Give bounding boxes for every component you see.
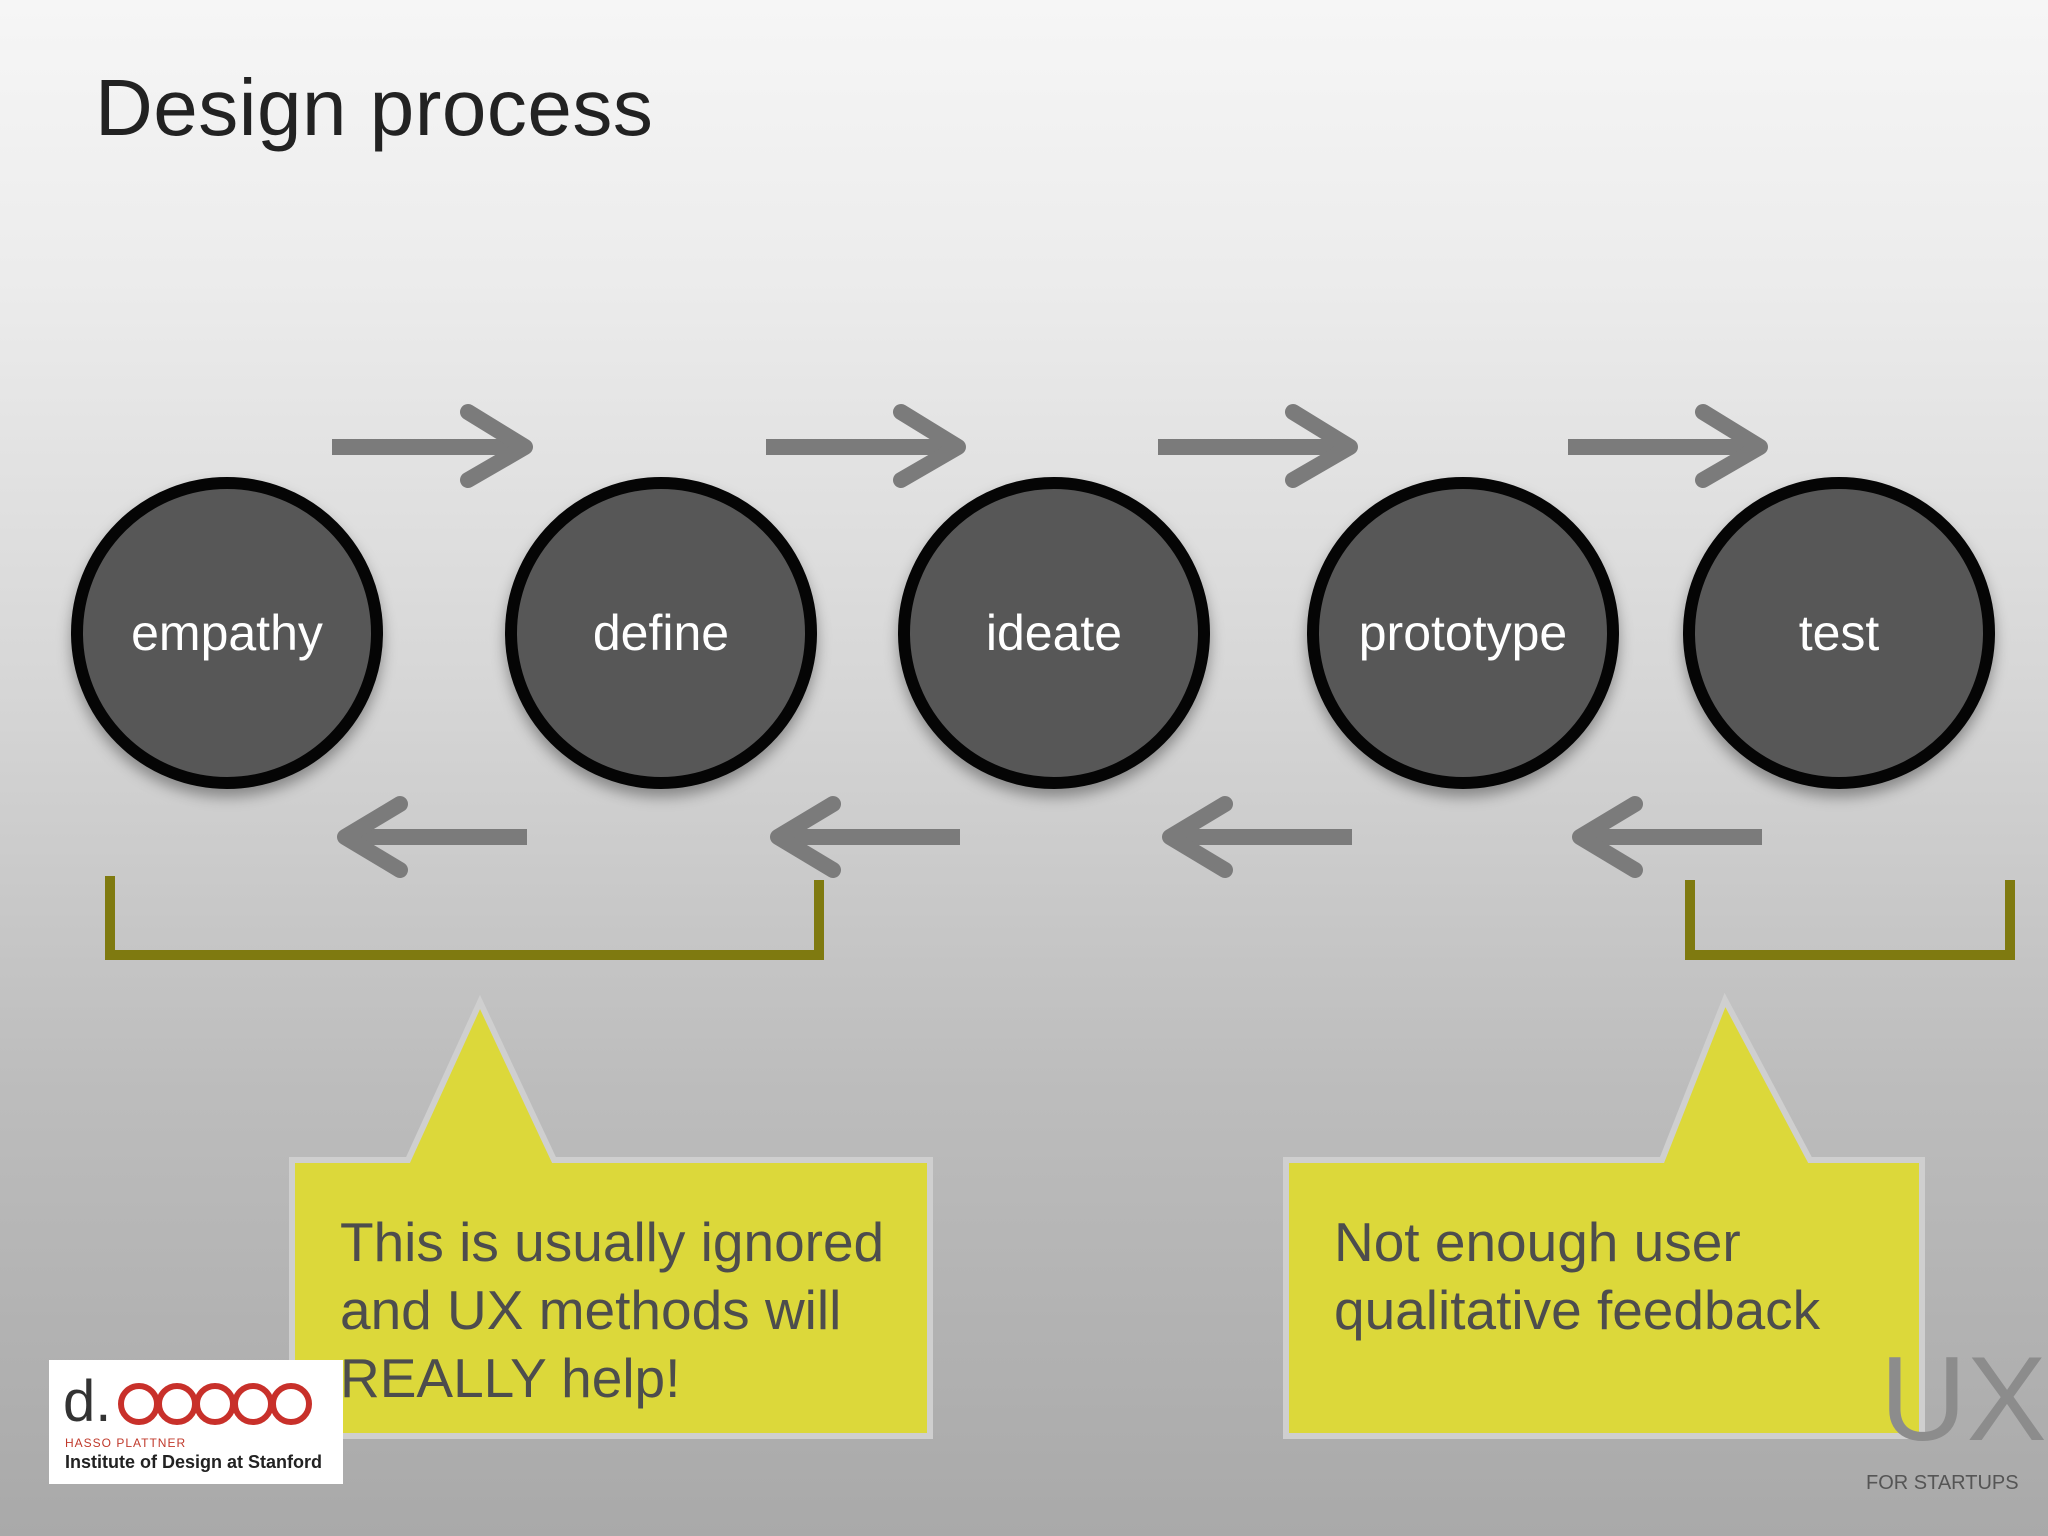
- callout-bubbles: [289, 992, 1925, 1439]
- arrow-left-4: [1572, 796, 1762, 878]
- logo-mark: d.: [63, 1369, 112, 1434]
- brackets: [105, 876, 2015, 960]
- stage-define: define: [505, 477, 817, 789]
- logo-line1: HASSO PLATTNER: [65, 1436, 187, 1450]
- callout-right-text: Not enough user qualitative feedback: [1334, 1208, 1820, 1344]
- callout-line: This is usually ignored: [340, 1211, 885, 1273]
- logo-line2: Institute of Design at Stanford: [65, 1452, 323, 1472]
- ux-brand-mark: UX: [1880, 1332, 2047, 1466]
- callout-bubble-right: [1283, 992, 1925, 1439]
- forward-arrows: [332, 404, 1768, 488]
- arrow-right-1: [332, 404, 533, 488]
- callout-line: and UX methods will: [340, 1279, 842, 1341]
- stage-label: empathy: [131, 605, 323, 661]
- stage-label: prototype: [1358, 605, 1568, 661]
- arrow-right-4: [1568, 404, 1768, 488]
- stage-prototype: prototype: [1307, 477, 1619, 789]
- arrow-right-3: [1158, 404, 1358, 488]
- stage-label: test: [1798, 605, 1880, 661]
- backward-arrows: [337, 796, 1762, 878]
- callout-line: Not enough user: [1334, 1211, 1741, 1273]
- arrow-left-3: [1162, 796, 1352, 878]
- bracket-right: [1685, 880, 2015, 960]
- arrow-right-2: [766, 404, 966, 488]
- bracket-left: [105, 876, 824, 960]
- logo-rings-icon: [118, 1383, 312, 1425]
- callout-line: qualitative feedback: [1334, 1279, 1821, 1341]
- stage-label: ideate: [985, 605, 1123, 661]
- dschool-logo: d. HASSO PLATTNER Institute of Design at…: [49, 1360, 343, 1484]
- callout-line: REALLY help!: [340, 1347, 681, 1409]
- stage-test: test: [1683, 477, 1995, 789]
- callout-left-text: This is usually ignored and UX methods w…: [340, 1208, 884, 1412]
- stage-empathy: empathy: [71, 477, 383, 789]
- ux-brand-subtitle: FOR STARTUPS: [1866, 1472, 2019, 1494]
- stage-label: define: [592, 605, 730, 661]
- arrow-left-2: [770, 796, 960, 878]
- callout-bubble-left: [289, 994, 933, 1439]
- arrow-left-1: [337, 796, 527, 878]
- slide-title: Design process: [95, 63, 654, 152]
- stage-ideate: ideate: [898, 477, 1210, 789]
